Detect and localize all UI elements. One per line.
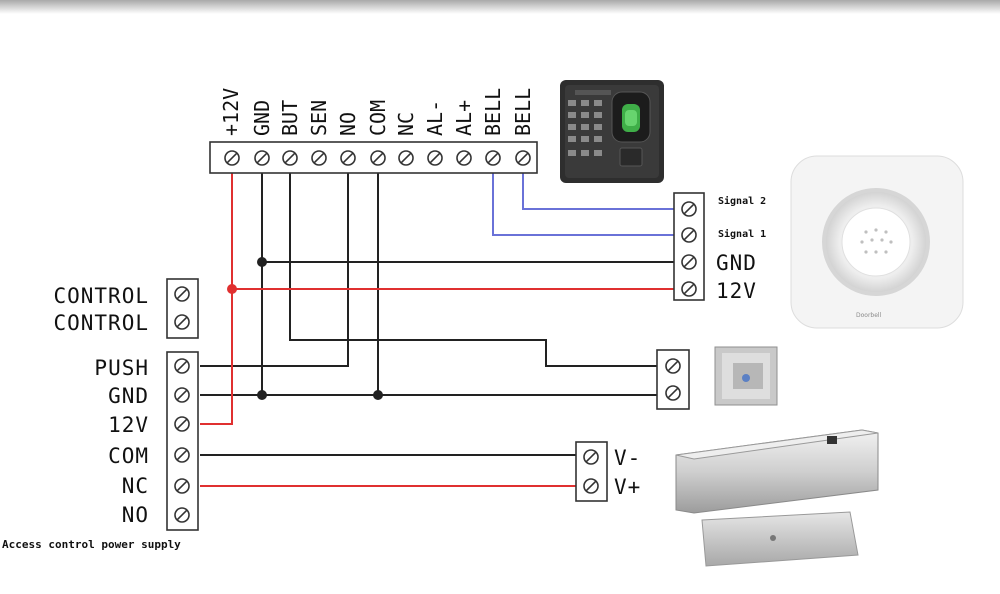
controller-terminal-label: SEN: [307, 99, 331, 136]
controller-terminal-label: NO: [336, 111, 360, 136]
wire-12v-to-doorbell-12v: [200, 158, 233, 425]
control-terminal-label: CONTROL: [53, 311, 149, 335]
doorbell-brand-text: Doorbell: [856, 312, 882, 319]
power-terminal-label: NO: [121, 503, 149, 527]
controller-terminal-label: AL+: [452, 99, 476, 136]
controller-terminal-label: +12V: [219, 87, 243, 136]
fingerprint-reader-image: [560, 80, 664, 183]
power-terminal-label: GND: [108, 384, 149, 408]
magnetic-lock-image: [675, 429, 879, 567]
doorbell-terminal-label: Signal 1: [718, 229, 767, 240]
wires: [200, 158, 676, 487]
junction-dot: [373, 390, 383, 400]
controller-terminal-label: COM: [366, 99, 390, 136]
control-terminal-label: CONTROL: [53, 284, 149, 308]
doorbell-terminal-label: Signal 2: [718, 196, 767, 207]
controller-terminal-label: NC: [394, 111, 418, 136]
power-terminal-label: COM: [108, 444, 149, 468]
controller-terminal-label: BELL: [481, 87, 505, 136]
controller-terminal-label: GND: [250, 99, 274, 136]
power-terminal-label: 12V: [108, 413, 149, 437]
exit-button-image: [714, 346, 778, 406]
power-supply-caption: Access control power supply: [2, 538, 181, 551]
lock-terminal-block: [575, 441, 608, 502]
controller-terminal-label: BUT: [278, 99, 302, 136]
top-shadow: [0, 0, 1000, 14]
controller-terminal-label: BELL: [511, 87, 535, 136]
doorbell-image: [790, 155, 964, 329]
doorbell-terminal-block: [673, 192, 705, 301]
power-terminal-label: PUSH: [94, 356, 149, 380]
doorbell-terminal-label: GND: [716, 251, 757, 275]
wire-but-to-exit-button: [289, 158, 660, 367]
controller-terminal-label: AL-: [423, 99, 447, 136]
junction-dot: [257, 257, 267, 267]
exit-button-terminal-block: [656, 349, 690, 410]
junctions: [227, 257, 383, 400]
wire-bell-to-signal-1: [492, 158, 676, 236]
doorbell-terminal-label: 12V: [716, 279, 757, 303]
wire-bell-to-signal-2: [522, 158, 676, 210]
controller-terminal-block: [209, 141, 538, 174]
junction-dot: [257, 390, 267, 400]
power-supply-terminal-block: [166, 351, 199, 531]
control-terminal-block: [166, 278, 199, 339]
power-terminal-label: NC: [121, 474, 149, 498]
wire-no-to-push: [200, 158, 349, 367]
lock-terminal-label: V+: [614, 475, 642, 499]
lock-terminal-label: V-: [614, 446, 642, 470]
junction-dot: [227, 284, 237, 294]
